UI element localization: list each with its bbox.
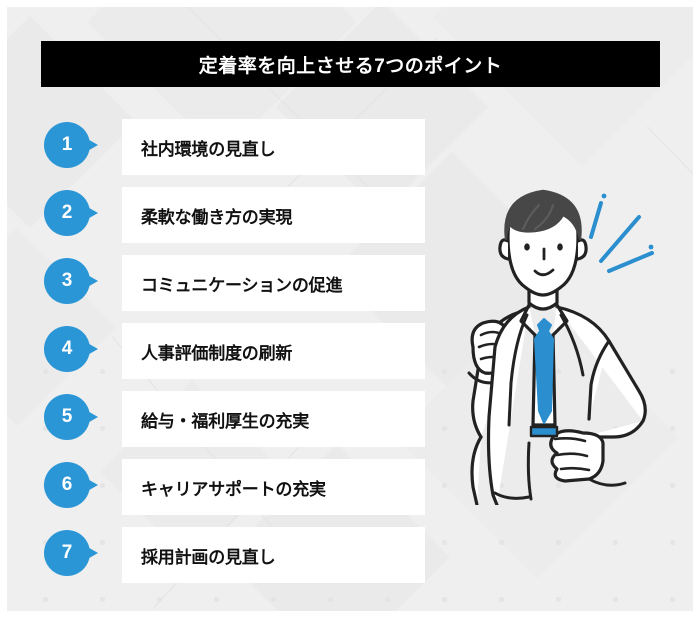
sparkle-line xyxy=(599,215,641,263)
badge-pointer-icon xyxy=(84,273,98,289)
badge-pointer-icon xyxy=(84,205,98,221)
list-item[interactable]: 4 人事評価制度の刷新 xyxy=(7,323,693,379)
point-card[interactable]: 給与・福利厚生の充実 xyxy=(122,391,425,447)
sparkle-line xyxy=(589,201,603,239)
list-item[interactable]: 1 社内環境の見直し xyxy=(7,119,693,175)
point-number: 2 xyxy=(61,201,73,223)
badge-pointer-icon xyxy=(84,477,98,493)
point-label: 柔軟な働き方の実現 xyxy=(141,207,293,227)
businessman-illustration xyxy=(443,175,693,505)
point-label: コミュニケーションの促進 xyxy=(141,275,343,295)
point-card[interactable]: 人事評価制度の刷新 xyxy=(122,323,425,379)
badge-pointer-icon xyxy=(84,545,98,561)
list-item[interactable]: 3 コミュニケーションの促進 xyxy=(7,255,693,311)
point-label: 採用計画の見直し xyxy=(141,547,276,567)
badge-pointer-icon xyxy=(84,137,98,153)
infographic-canvas: 定着率を向上させる7つのポイント 1 社内環境の見直し 2 柔軟な働き方の実現 xyxy=(7,7,693,611)
point-number: 6 xyxy=(61,473,73,495)
point-label: 人事評価制度の刷新 xyxy=(141,343,293,363)
point-number: 7 xyxy=(61,541,73,563)
points-list: 1 社内環境の見直し 2 柔軟な働き方の実現 3 xyxy=(7,119,693,595)
sparkle-dot xyxy=(601,193,607,199)
badge-pointer-icon xyxy=(84,409,98,425)
point-card[interactable]: 柔軟な働き方の実現 xyxy=(122,187,425,243)
badge-pointer-icon xyxy=(84,341,98,357)
point-number-badge: 7 xyxy=(44,530,90,576)
point-label: 社内環境の見直し xyxy=(141,139,276,159)
point-number: 1 xyxy=(61,133,73,155)
eye xyxy=(557,243,563,251)
sparkle-dot xyxy=(648,244,654,250)
point-number: 4 xyxy=(61,337,73,359)
point-number-badge: 3 xyxy=(44,258,90,304)
point-card[interactable]: 社内環境の見直し xyxy=(122,119,425,175)
point-card[interactable]: キャリアサポートの充実 xyxy=(122,459,425,515)
point-number-badge: 4 xyxy=(44,326,90,372)
point-card[interactable]: コミュニケーションの促進 xyxy=(122,255,425,311)
sparkle-line xyxy=(607,251,654,273)
collar-left xyxy=(519,303,537,337)
point-number: 3 xyxy=(61,269,73,291)
list-item[interactable]: 2 柔軟な働き方の実現 xyxy=(7,187,693,243)
point-number-badge: 6 xyxy=(44,462,90,508)
list-item[interactable]: 7 採用計画の見直し xyxy=(7,527,693,583)
collar-right xyxy=(551,303,569,337)
list-item[interactable]: 5 給与・福利厚生の充実 xyxy=(7,391,693,447)
list-item[interactable]: 6 キャリアサポートの充実 xyxy=(7,459,693,515)
page-title: 定着率を向上させる7つのポイント xyxy=(198,55,503,77)
point-number-badge: 2 xyxy=(44,190,90,236)
point-label: キャリアサポートの充実 xyxy=(141,479,326,499)
necktie xyxy=(534,324,554,424)
point-number-badge: 1 xyxy=(44,122,90,168)
point-number: 5 xyxy=(61,405,73,427)
point-label: 給与・福利厚生の充実 xyxy=(141,411,309,431)
belt xyxy=(529,425,559,438)
eye xyxy=(524,243,530,251)
page-title-bar: 定着率を向上させる7つのポイント xyxy=(41,41,660,87)
tie-knot xyxy=(537,318,552,334)
point-number-badge: 5 xyxy=(44,394,90,440)
point-card[interactable]: 採用計画の見直し xyxy=(122,527,425,583)
